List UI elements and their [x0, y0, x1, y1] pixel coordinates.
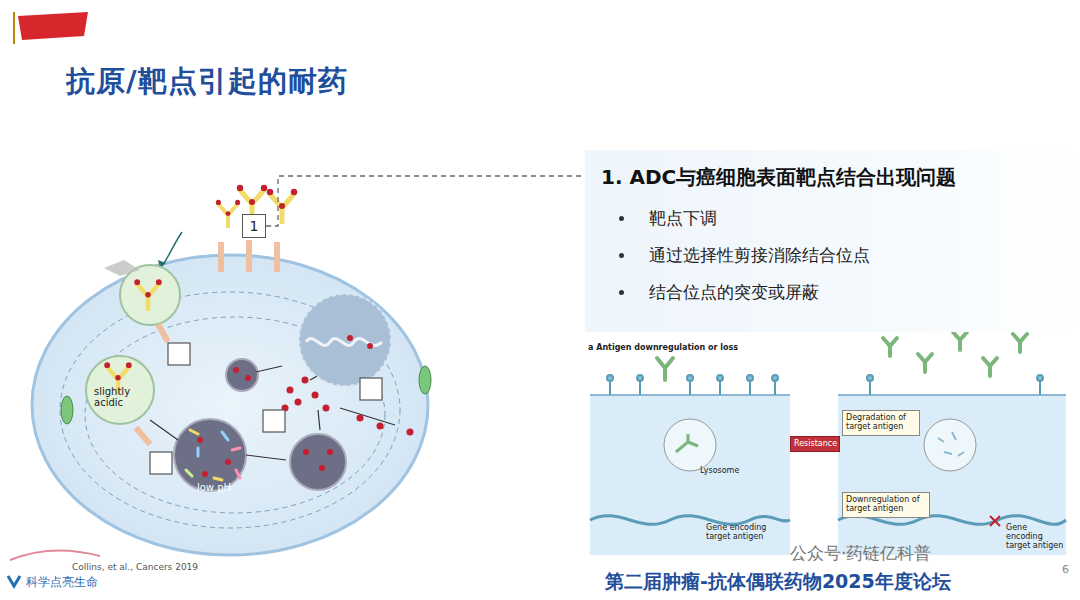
slide-title: 抗原/靶点引起的耐药	[66, 62, 348, 102]
node-text: 1	[243, 215, 265, 237]
footer-title: 第二届肿瘤-抗体偶联药物2025年度论坛	[605, 569, 951, 595]
callout-number: 1	[242, 214, 266, 238]
watermark: 公众号·药链亿科普	[790, 542, 931, 565]
node-text: Downregulation of target antigen	[846, 495, 926, 513]
node-text: Degradation of target antigen	[846, 413, 916, 431]
node-text: Resistance	[794, 439, 836, 448]
note-box: Degradation of target antigen	[842, 410, 920, 436]
resistance-box: Resistance	[790, 436, 840, 452]
note-box: Downregulation of target antigen	[842, 492, 930, 518]
part-label: Lysosome	[700, 466, 739, 475]
region-label: low pH	[196, 482, 232, 493]
logo-text: 科学点亮生命	[26, 574, 98, 591]
node-text: 1. ADC与癌细胞表面靶点结合出现问题	[601, 164, 1057, 191]
badge-pole	[13, 12, 15, 44]
part-label: Gene encoding target antigen	[706, 524, 776, 542]
citation: Collins, et al., Cancers 2019	[72, 562, 198, 572]
region-label: slightly acidic	[94, 386, 150, 408]
part-label: Gene encoding target antigen	[1006, 524, 1064, 550]
bullet-text: 靶点下调	[649, 207, 1057, 230]
bullet-text: 通过选择性剪接消除结合位点	[649, 244, 1057, 267]
leader-connector	[266, 176, 585, 226]
bullet-text: 结合位点的突变或屏蔽	[649, 281, 1057, 304]
text-panel: 1. ADC与癌细胞表面靶点结合出现问题靶点下调通过选择性剪接消除结合位点结合位…	[585, 150, 1073, 332]
figure-caption: a Antigen downregulation or loss	[588, 343, 738, 352]
cancer-cell	[32, 255, 428, 555]
badge	[18, 12, 88, 40]
page-number: 6	[1062, 563, 1069, 576]
